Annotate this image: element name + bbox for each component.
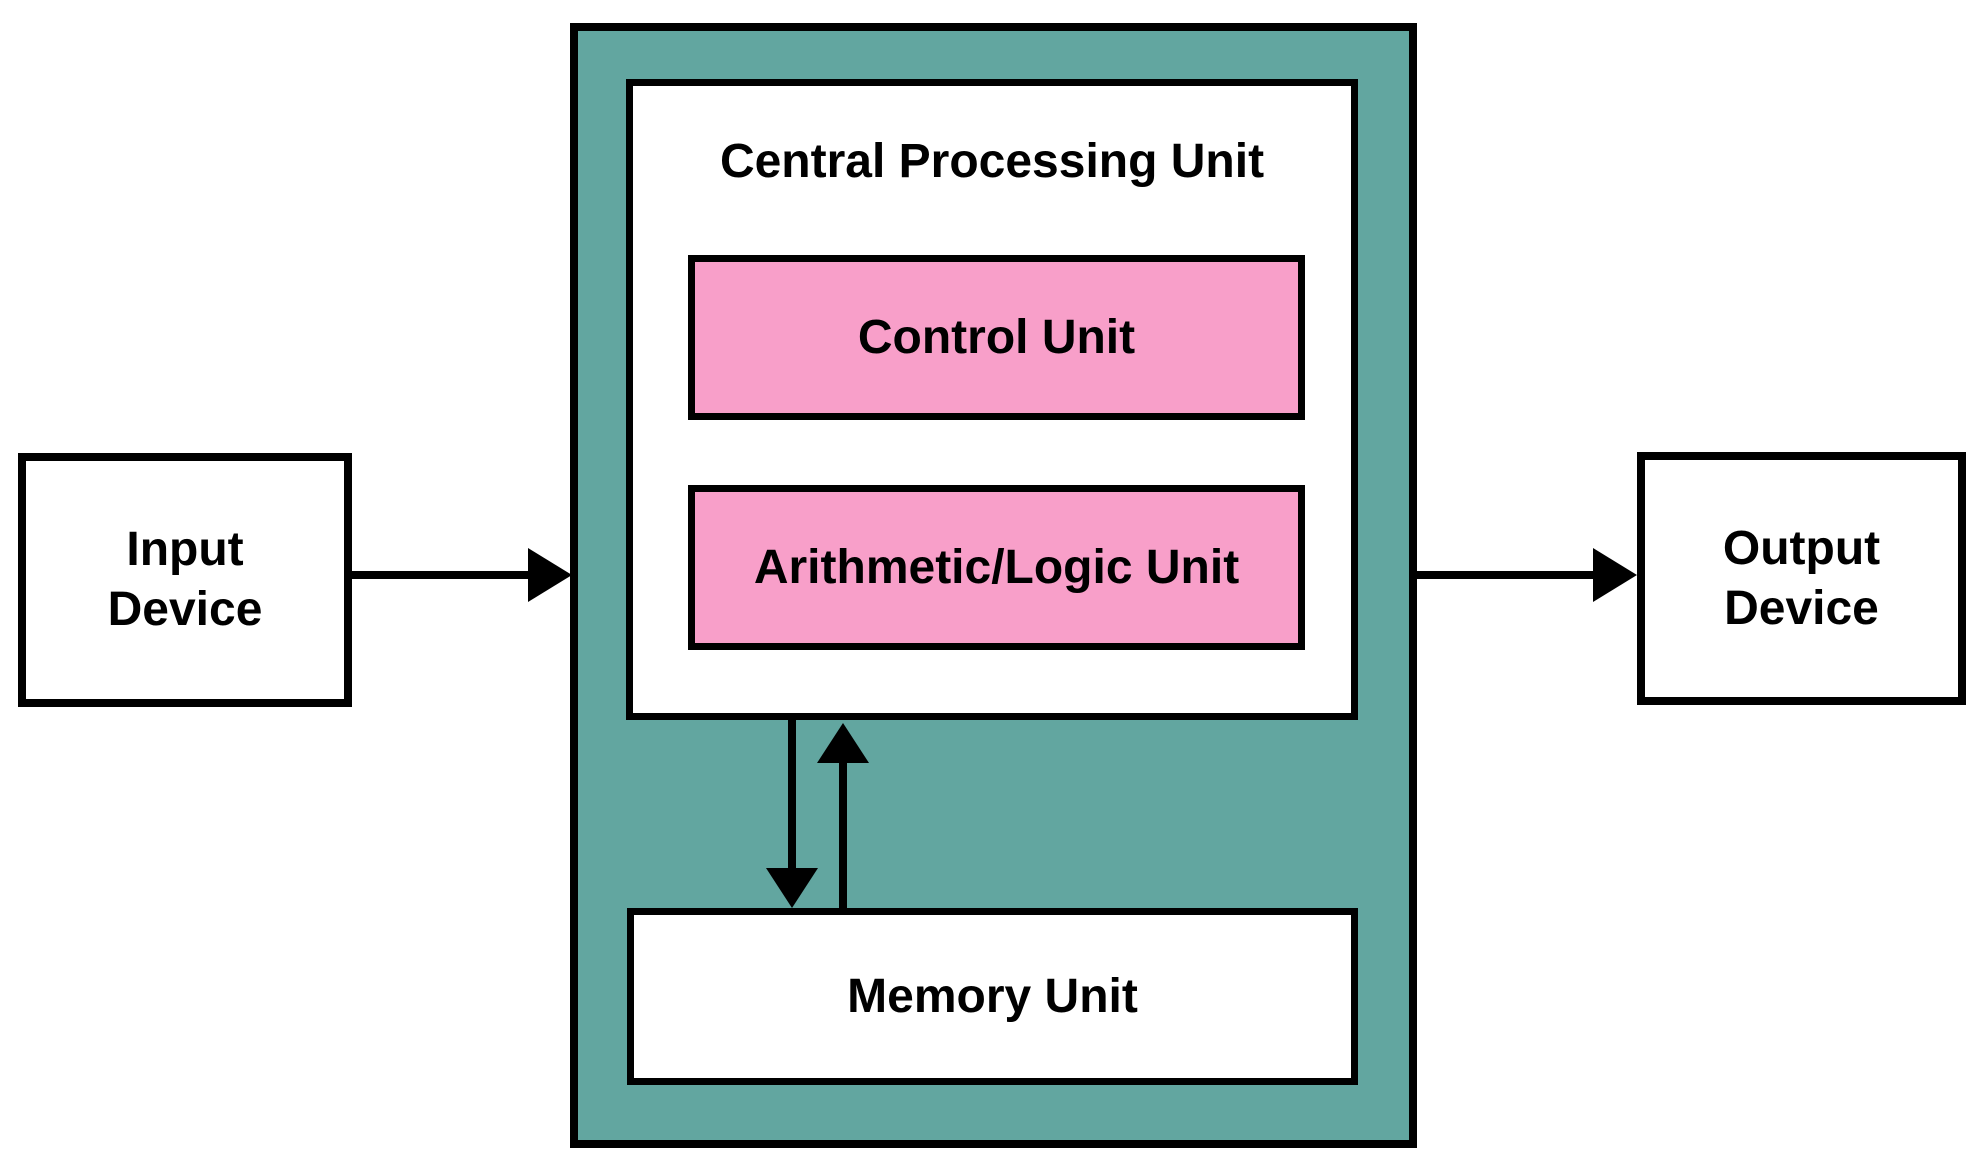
cpu-title: Central Processing Unit <box>719 135 1265 188</box>
cpu-inner-box: Central Processing Unit Control Unit Ari… <box>626 79 1358 720</box>
arrow-memory-to-cpu-line <box>839 763 847 908</box>
control-unit-box: Control Unit <box>688 255 1305 420</box>
output-device-box: Output Device <box>1637 452 1966 705</box>
input-device-label: Input Device <box>107 523 263 636</box>
arrow-cpu-to-output-line <box>1417 571 1593 579</box>
output-device-label: Output Device <box>1722 521 1881 635</box>
arrow-right-icon <box>1593 548 1637 602</box>
arrow-down-icon <box>766 868 818 908</box>
memory-unit-box: Memory Unit <box>627 908 1358 1085</box>
cpu-title-container: Central Processing Unit <box>633 122 1351 202</box>
memory-unit-label: Memory Unit <box>847 969 1138 1023</box>
cpu-block: Central Processing Unit Control Unit Ari… <box>570 23 1417 1148</box>
arithmetic-logic-unit-label: Arithmetic/Logic Unit <box>753 540 1240 594</box>
arrow-up-icon <box>817 723 869 763</box>
input-device-box: Input Device <box>18 453 352 707</box>
arrow-cpu-to-memory-line <box>788 717 796 868</box>
control-unit-label: Control Unit <box>857 310 1136 364</box>
arithmetic-logic-unit-box: Arithmetic/Logic Unit <box>688 485 1305 650</box>
arrow-right-icon <box>528 548 572 602</box>
arrow-input-to-cpu-line <box>352 571 528 579</box>
